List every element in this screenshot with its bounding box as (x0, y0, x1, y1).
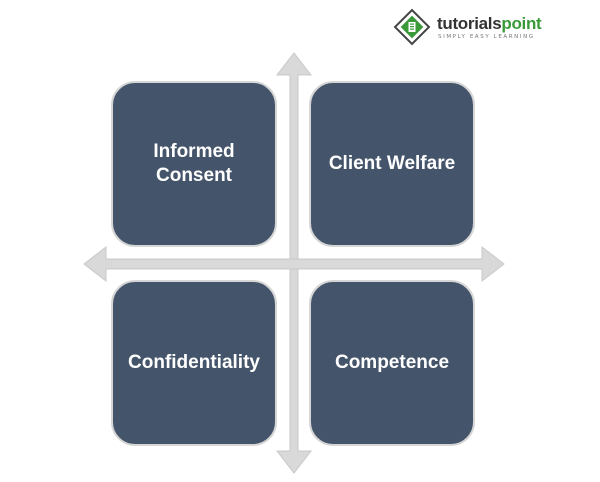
quadrant-client-welfare: Client Welfare (309, 81, 475, 247)
quadrant-label-competence: Competence (334, 352, 450, 373)
horizontal-arrow (83, 245, 505, 283)
logo-icon (393, 8, 431, 46)
quadrant-competence: Competence (309, 280, 475, 446)
quadrant-label-informed-consent: Informed Consent (153, 141, 235, 186)
tutorialspoint-logo: tutorialspoint SIMPLY EASY LEARNING (393, 8, 543, 48)
quadrant-confidentiality: Confidentiality (111, 280, 277, 446)
quadrant-label-client-welfare: Client Welfare (328, 153, 456, 174)
quadrant-informed-consent: Informed Consent (111, 81, 277, 247)
logo-tagline: SIMPLY EASY LEARNING (438, 34, 535, 40)
logo-wordmark: tutorialspoint (437, 14, 542, 34)
logo-brand-prefix: tutorials (437, 14, 502, 33)
logo-brand-suffix: point (501, 14, 542, 33)
quadrant-label-confidentiality: Confidentiality (128, 352, 260, 373)
